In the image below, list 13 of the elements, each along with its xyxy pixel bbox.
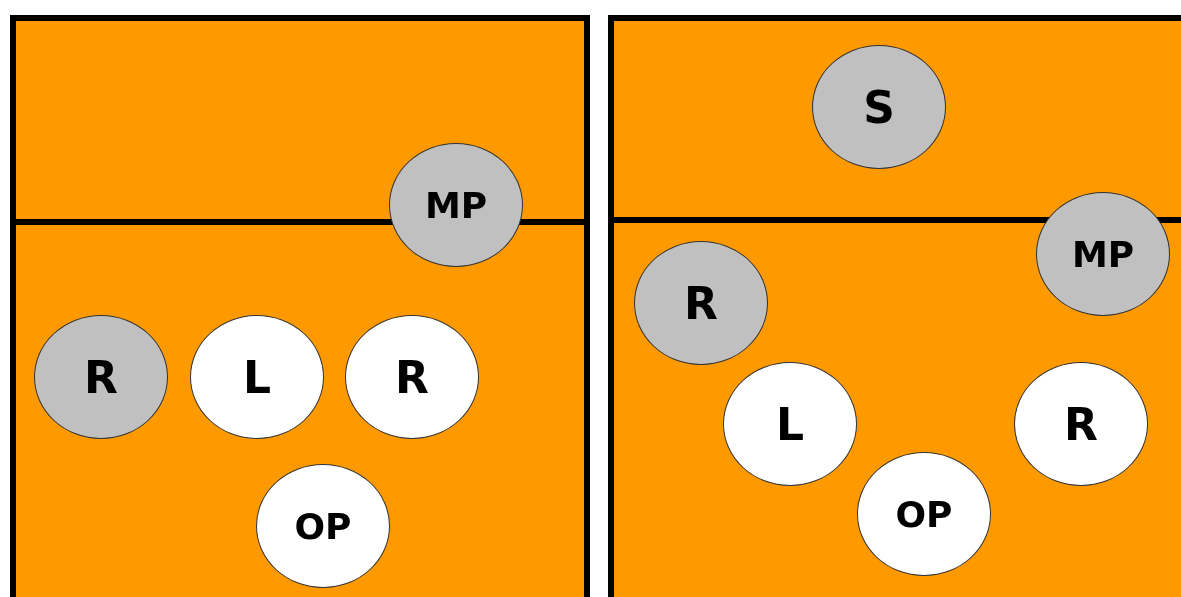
court-area: [10, 15, 590, 597]
position-label: L: [775, 398, 804, 450]
position-label: R: [84, 351, 118, 403]
position-label: L: [242, 351, 271, 403]
position-label: S: [863, 81, 895, 133]
position-label: OP: [895, 493, 953, 535]
position-label: R: [684, 277, 718, 329]
position-label: MP: [424, 184, 488, 226]
position-label: MP: [1071, 233, 1135, 275]
position-label: R: [395, 351, 429, 403]
position-label: R: [1064, 398, 1098, 450]
court-area: [608, 15, 1181, 597]
position-label: OP: [294, 505, 352, 547]
